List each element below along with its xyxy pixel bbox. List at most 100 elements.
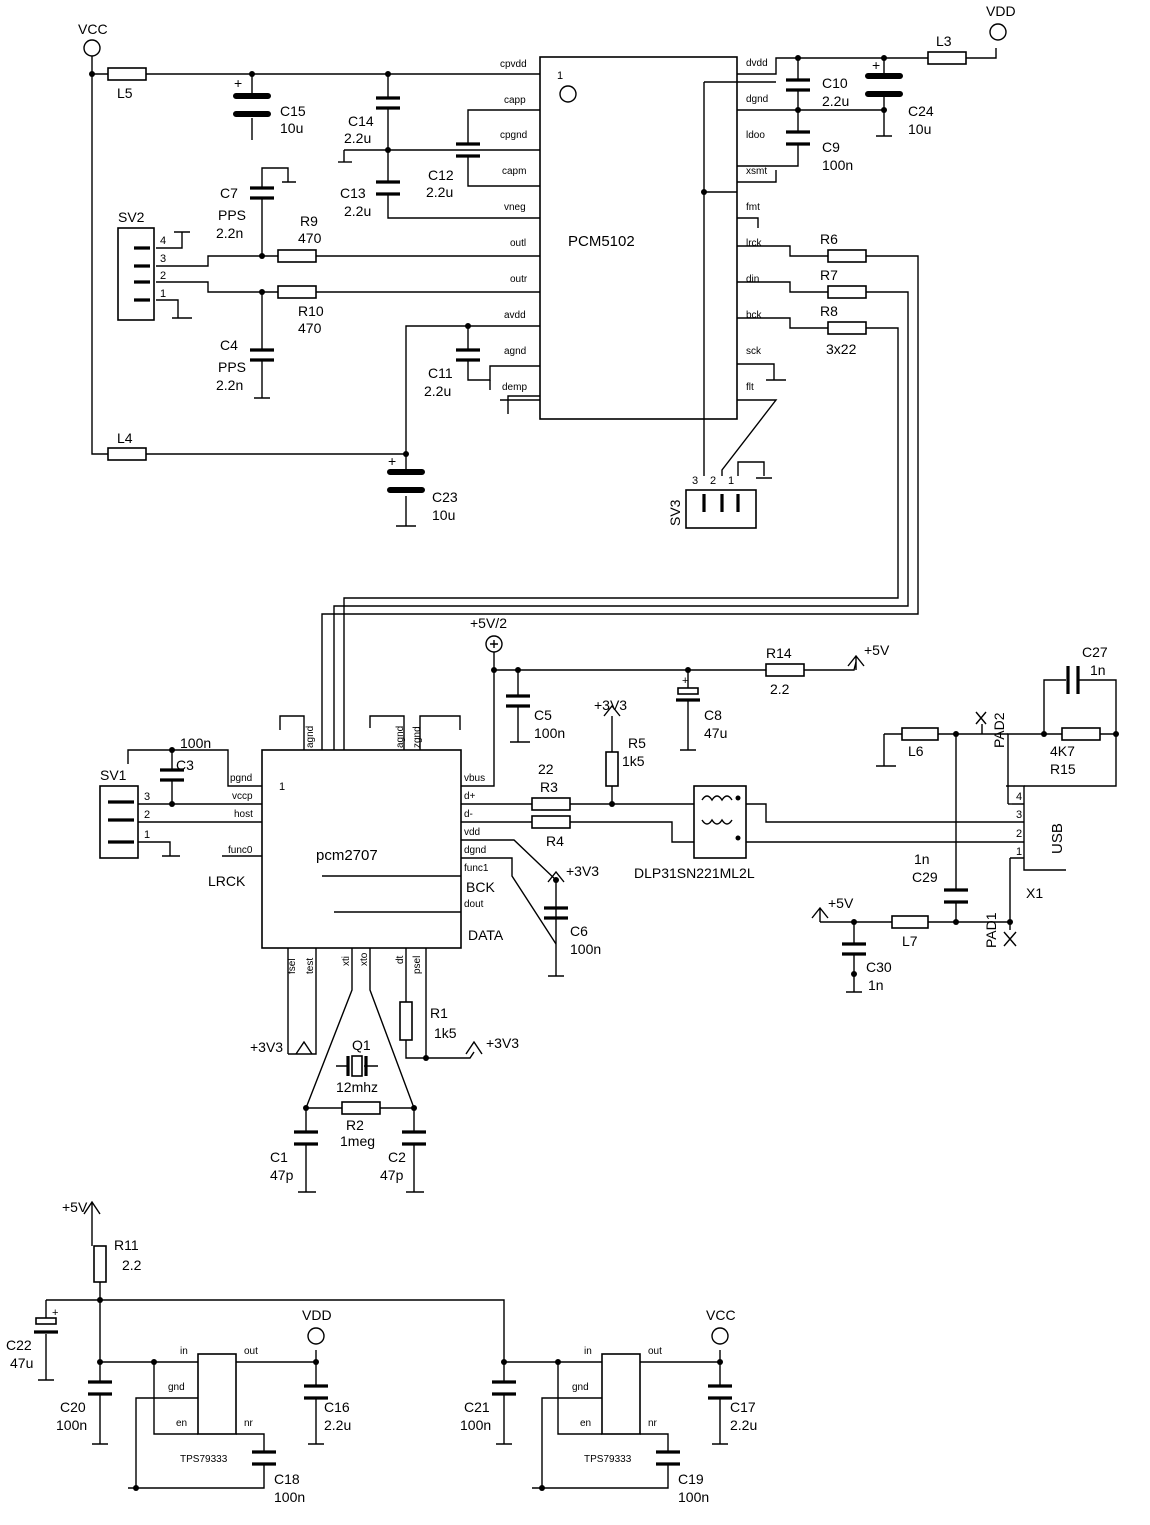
pin-flt: flt [746,382,754,393]
svg-text:+: + [682,675,688,687]
capacitor-c29 [944,888,968,904]
c11-label: C11 [428,365,453,381]
svg-text:in: in [584,1346,592,1357]
svg-text:en: en [580,1418,591,1429]
regulator-section: +5V R11 2.2 + C22 47u C20 100n C21 100n … [6,1199,757,1505]
svg-text:out: out [244,1346,258,1357]
pad1-label: PAD1 [983,912,999,948]
resistor-r3 [531,797,571,811]
p5v-label-2: +5V [828,895,854,911]
lrck-bus [321,245,919,880]
resistor-r4 [531,815,571,829]
r15-value: 4K7 [1050,743,1075,759]
dminus-wire [461,821,694,843]
inductor-l4 [107,447,147,461]
capacitor-c19 [656,1450,680,1466]
capacitor-c18 [252,1450,276,1466]
c21-label: C21 [464,1399,490,1415]
svg-text:xti: xti [341,956,352,966]
pin-dgnd: dgnd [746,94,768,105]
r11-value: 2.2 [122,1257,142,1273]
r5-label: R5 [628,735,646,751]
c3-value: 100n [180,735,211,751]
c2-label: C2 [388,1149,406,1165]
c13-value: 2.2u [344,203,371,219]
resistor-r7 [827,285,867,299]
r10-value: 470 [298,320,322,336]
pin1-marker [559,85,577,103]
pad1-marker [1003,931,1017,947]
c29-label: C29 [912,869,938,885]
l5-label: L5 [117,85,133,101]
crystal-q1 [351,1055,363,1077]
data-label: DATA [468,927,504,943]
svg-text:2: 2 [1016,828,1022,840]
resistor-r9 [277,249,317,263]
r9-label: R9 [300,213,318,229]
resistor-r5 [605,751,619,787]
capacitor-c27 [1066,666,1080,694]
p5v-arrow-1 [847,654,865,670]
resistor-r11 [93,1245,107,1283]
p3v3-arrow-c6 [547,870,565,883]
p3v3-arrow-test [295,1040,313,1055]
svg-text:3: 3 [1016,809,1022,821]
inductor-l5 [107,67,147,81]
c3-label: C3 [176,757,194,773]
l6-label: L6 [908,743,924,759]
c7-label: C7 [220,185,238,201]
pin-pgnd: pgnd [230,773,252,784]
vcc-rail [91,56,406,455]
svg-text:agnd: agnd [305,726,316,748]
pin-dminus: d- [464,809,473,820]
svg-text:test: test [305,958,316,974]
svg-text:3: 3 [144,791,150,803]
svg-text:out: out [648,1346,662,1357]
c22-value: 47u [10,1355,33,1371]
bck-bus [343,317,899,880]
svg-text:xto: xto [359,952,370,966]
capacitor-c16 [304,1384,328,1400]
c16-label: C16 [324,1399,350,1415]
pin-xsmt: xsmt [746,166,767,177]
svg-text:2: 2 [710,475,716,487]
p3v3-label-r5: +3V3 [594,697,627,713]
usb-connector [1006,785,1066,871]
p5v-arrow-2 [811,906,829,922]
c30-label: C30 [866,959,892,975]
svg-text:2: 2 [160,270,166,282]
c8-label: C8 [704,707,722,723]
capacitor-c5 [506,694,530,708]
p3v3-arrow-r1 [465,1040,483,1055]
pcm2707-pin1: 1 [279,781,285,793]
pin-vccp: vccp [232,791,253,802]
pin-func0: func0 [228,845,253,856]
capacitor-c15 [233,93,271,117]
c20-value: 100n [56,1417,87,1433]
c2-value: 47p [380,1167,404,1183]
c7-value: 2.2n [216,225,243,241]
capacitor-c6 [544,906,568,920]
resistor-r14 [765,663,805,677]
svg-text:gnd: gnd [572,1382,589,1393]
svg-text:gnd: gnd [168,1382,185,1393]
pad2-label: PAD2 [991,712,1007,748]
capacitor-c7 [250,186,274,200]
capacitor-c14 [376,96,400,110]
l4-label: L4 [117,430,133,446]
pcm2707-label: pcm2707 [316,847,378,864]
capacitor-c10 [786,78,810,92]
c17-value: 2.2u [730,1417,757,1433]
pin-cpvdd: cpvdd [500,59,527,70]
r8-label: R8 [820,303,838,319]
r14-value: 2.2 [770,681,790,697]
capacitor-c23 [387,469,425,493]
vcc-label-bottom: VCC [706,1307,736,1323]
pcm5102-label: PCM5102 [568,233,635,250]
r1-label: R1 [430,1005,448,1021]
pin-din: din [746,274,759,285]
capacitor-c11 [456,348,480,362]
inductor-l7 [891,915,929,929]
c6-label: C6 [570,923,588,939]
l3-label: L3 [936,33,952,49]
